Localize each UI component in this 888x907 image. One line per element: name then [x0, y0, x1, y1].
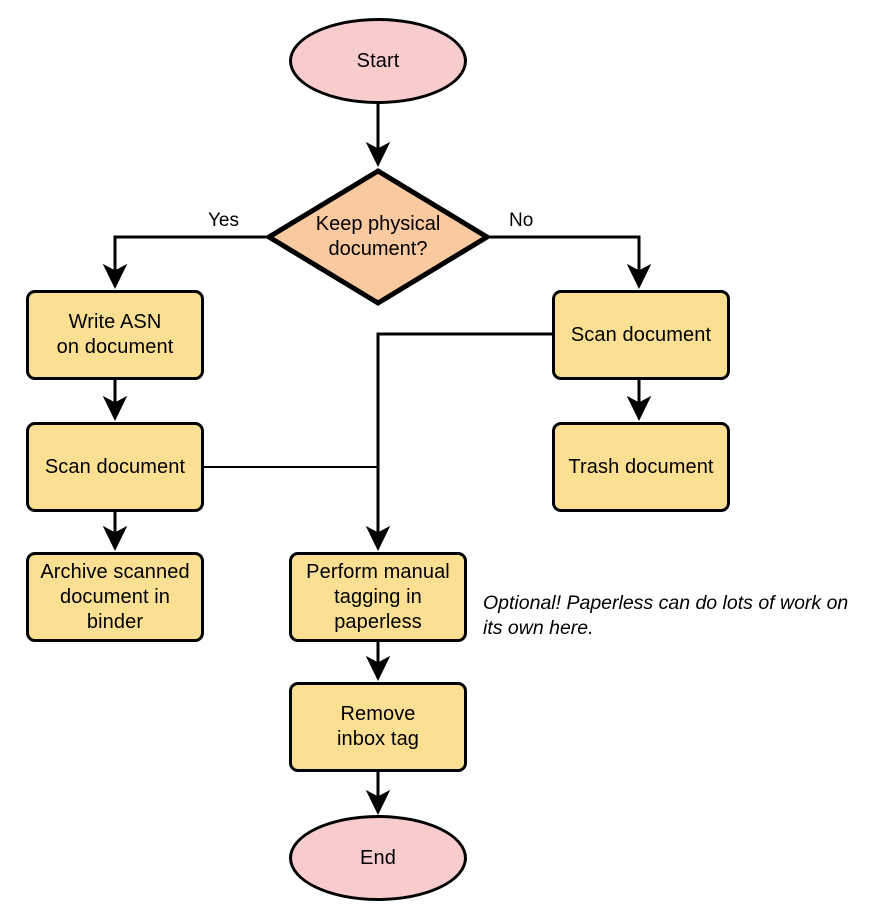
node-scan-document-right[interactable]: Scan document [552, 290, 730, 380]
node-write-asn-on-document[interactable]: Write ASN on document [26, 290, 204, 380]
node-perform-manual-tagging[interactable]: Perform manual tagging in paperless [289, 552, 467, 642]
node-end[interactable]: End [289, 815, 467, 901]
node-start-label: Start [356, 49, 400, 72]
node-trash-document-label: Trash document [568, 455, 714, 478]
node-scan-document-right-label: Scan document [570, 323, 712, 346]
diamond-shape [266, 168, 490, 306]
edge-label-no: No [509, 210, 534, 231]
node-remove-inbox-tag[interactable]: Remove inbox tag [289, 682, 467, 772]
connector-decision-no-to-scan-right [490, 235, 652, 289]
annotation-optional-note: Optional! Paperless can do lots of work … [483, 592, 849, 639]
node-start[interactable]: Start [289, 18, 467, 104]
node-archive-scanned-document[interactable]: Archive scanned document in binder [26, 552, 204, 642]
connector-scan-right-to-tagging [365, 332, 552, 551]
node-trash-document[interactable]: Trash document [552, 422, 730, 512]
node-archive-label: Archive scanned document in binder [40, 560, 190, 633]
node-write-asn-label: Write ASN on document [56, 311, 174, 358]
node-scan-document-left[interactable]: Scan document [26, 422, 204, 512]
node-end-label: End [360, 846, 396, 869]
node-remove-inbox-tag-label: Remove inbox tag [336, 703, 420, 750]
node-decision-keep-physical-document[interactable]: Keep physical document? [266, 168, 490, 306]
node-manual-tagging-label: Perform manual tagging in paperless [306, 560, 450, 633]
connector-decision-yes-to-write-asn [102, 235, 266, 289]
node-decision-label: Keep physical document? [315, 213, 441, 260]
edge-label-yes: Yes [208, 210, 239, 231]
node-scan-document-left-label: Scan document [44, 455, 186, 478]
